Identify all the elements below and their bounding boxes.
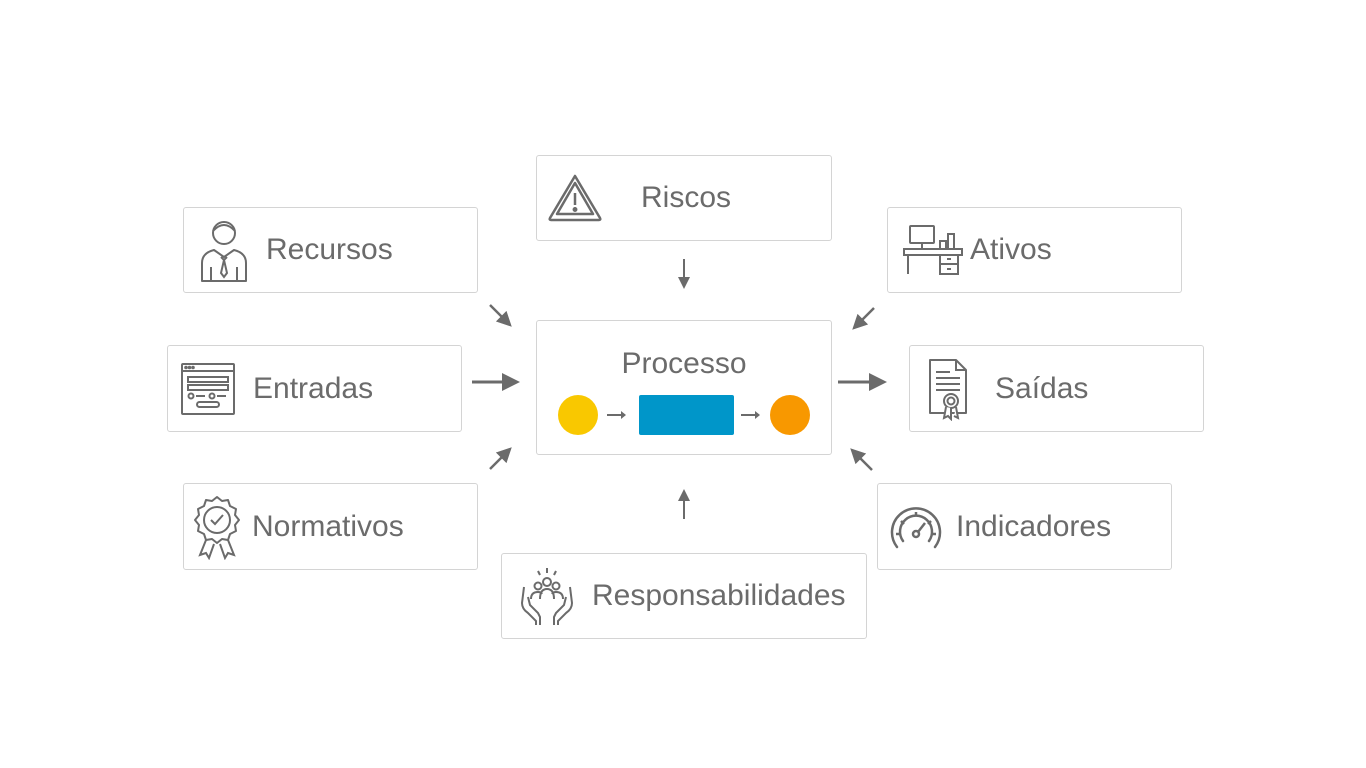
ativos-box: Ativos [887, 207, 1182, 293]
arrow-normativos-icon [489, 447, 512, 470]
processo-title: Processo [621, 347, 747, 380]
form-window-icon [178, 361, 238, 417]
entradas-label: Entradas [253, 371, 374, 405]
responsabilidades-label: Responsabilidades [592, 579, 846, 612]
hands-people-icon [516, 565, 578, 627]
riscos-box: Riscos [536, 155, 832, 241]
saidas-box: Saídas [909, 345, 1204, 432]
processo-box: Processo [536, 320, 832, 455]
person-tie-icon [194, 215, 254, 285]
desk-computer-icon [900, 222, 966, 278]
indicadores-box: Indicadores [877, 483, 1172, 570]
small-arrow-1-icon [607, 411, 626, 419]
ativos-label: Ativos [970, 233, 1052, 266]
arrow-indicadores-icon [850, 448, 873, 471]
normativos-label: Normativos [252, 509, 404, 543]
recursos-label: Recursos [266, 233, 393, 266]
start-circle [558, 395, 598, 435]
saidas-label: Saídas [995, 371, 1089, 405]
certificate-document-icon [918, 357, 978, 421]
badge-check-icon [190, 494, 244, 560]
recursos-box: Recursos [183, 207, 478, 293]
process-flow-diagram [558, 395, 810, 435]
entradas-box: Entradas [167, 345, 462, 432]
speedometer-icon [886, 501, 946, 553]
end-circle [770, 395, 810, 435]
riscos-label: Riscos [641, 181, 732, 214]
responsabilidades-box: Responsabilidades [501, 553, 867, 639]
arrow-ativos-icon [852, 307, 875, 330]
process-block [639, 395, 734, 435]
normativos-box: Normativos [183, 483, 478, 570]
small-arrow-2-icon [741, 411, 760, 419]
warning-icon [545, 173, 605, 223]
arrow-recursos-icon [489, 304, 512, 327]
indicadores-label: Indicadores [956, 509, 1112, 543]
